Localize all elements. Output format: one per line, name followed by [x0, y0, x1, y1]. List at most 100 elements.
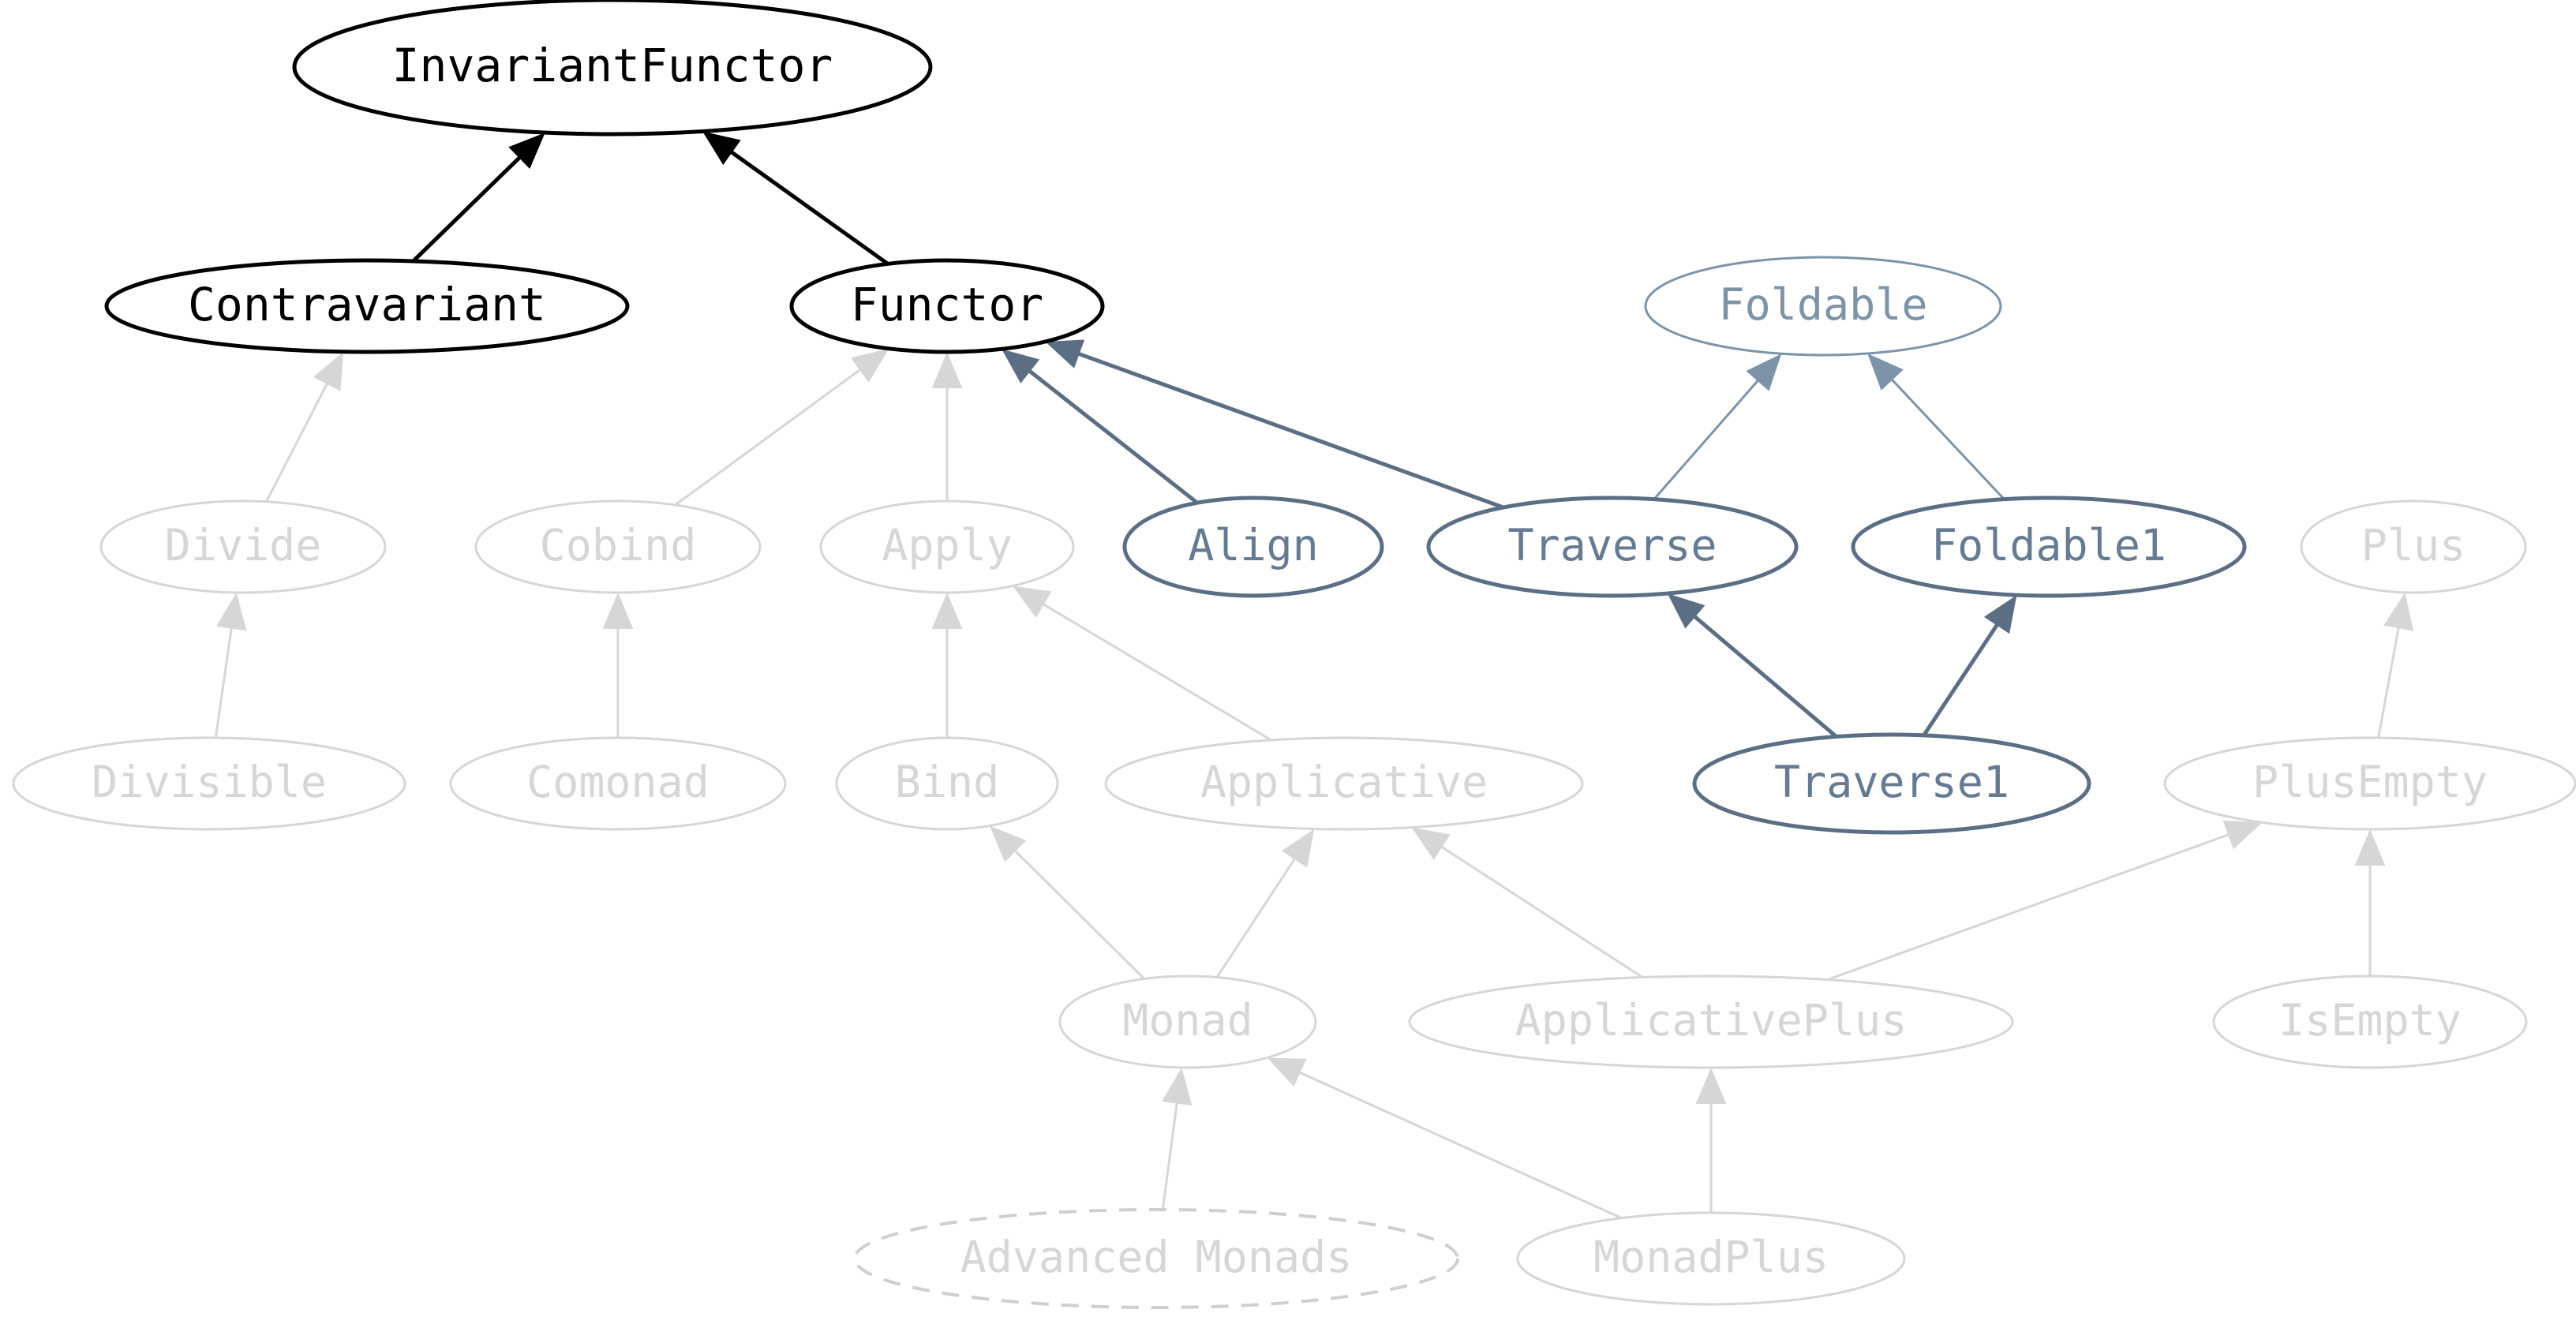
- edge-Cobind-to-Functor: [674, 348, 889, 507]
- edge-line: [265, 377, 331, 503]
- node-bind[interactable]: Bind: [835, 736, 1059, 831]
- node-plusempty[interactable]: PlusEmpty: [2163, 736, 2576, 831]
- node-label: Comonad: [526, 757, 710, 807]
- edge-arrowhead: [1002, 349, 1040, 383]
- node-label: Plus: [2361, 520, 2466, 570]
- node-apply[interactable]: Apply: [819, 499, 1075, 594]
- edge-arrowhead: [702, 131, 741, 165]
- edge-arrowhead: [602, 593, 634, 629]
- edge-IsEmpty-to-PlusEmpty: [2354, 829, 2386, 976]
- edge-Applicative-to-Apply: [1013, 585, 1272, 742]
- node-divide[interactable]: Divide: [99, 499, 387, 594]
- edge-arrowhead: [1162, 1067, 1193, 1106]
- edge-Monad-to-Applicative: [1215, 829, 1315, 978]
- node-ellipse: [1408, 974, 2014, 1069]
- edge-line: [214, 622, 234, 739]
- node-label: ApplicativePlus: [1515, 995, 1908, 1046]
- edge-arrowhead: [1045, 339, 1085, 368]
- edge-ApplicativePlus-to-PlusEmpty: [1827, 820, 2263, 981]
- edge-arrowhead: [931, 352, 963, 388]
- edge-arrowhead: [1411, 827, 1451, 860]
- edge-MonadPlus-to-Monad: [1267, 1057, 1623, 1219]
- node-functor[interactable]: Functor: [789, 258, 1105, 354]
- edge-Foldable1-to-Foldable: [1867, 354, 2005, 500]
- node-label: PlusEmpty: [2252, 757, 2488, 807]
- node-align[interactable]: Align: [1122, 496, 1384, 598]
- node-ellipse: [1644, 256, 2002, 357]
- node-ellipse: [449, 736, 787, 831]
- edge-Monad-to-Bind: [990, 825, 1145, 980]
- node-ellipse: [99, 499, 387, 594]
- node-ellipse: [1692, 732, 2091, 835]
- node-ellipse: [819, 499, 1075, 594]
- edge-line: [1294, 1068, 1623, 1219]
- edge-line: [725, 147, 889, 266]
- node-applicative[interactable]: Applicative: [1104, 736, 1584, 831]
- edge-Bind-to-Apply: [931, 593, 963, 738]
- edge-AdvancedMonads-to-Monad: [1161, 1067, 1193, 1210]
- node-plus[interactable]: Plus: [2300, 499, 2527, 594]
- edge-line: [1024, 365, 1199, 505]
- node-ellipse: [1851, 496, 2247, 598]
- edge-arrowhead: [216, 592, 247, 631]
- edge-Apply-to-Functor: [931, 352, 963, 501]
- edge-arrowhead: [1267, 1057, 1307, 1087]
- node-label: Foldable1: [1931, 520, 2166, 570]
- edge-arrowhead: [313, 351, 344, 391]
- node-invariantfunctor[interactable]: InvariantFunctor: [292, 0, 933, 137]
- node-applicativeplus[interactable]: ApplicativePlus: [1408, 974, 2014, 1069]
- node-ellipse: [1426, 496, 1799, 598]
- edge-arrowhead: [508, 133, 545, 170]
- node-ellipse: [1122, 496, 1384, 598]
- node-label: Align: [1188, 520, 1319, 570]
- node-label: Contravariant: [188, 278, 546, 331]
- node-cobind[interactable]: Cobind: [474, 499, 762, 594]
- node-monadplus[interactable]: MonadPlus: [1516, 1211, 1906, 1306]
- edge-ApplicativePlus-to-Applicative: [1411, 827, 1643, 978]
- node-label: MonadPlus: [1593, 1232, 1829, 1282]
- node-isempty[interactable]: IsEmpty: [2212, 974, 2528, 1069]
- edge-Divisible-to-Divide: [214, 592, 247, 739]
- node-ellipse: [12, 736, 406, 831]
- edge-arrowhead: [1746, 354, 1782, 391]
- node-ellipse: [789, 258, 1105, 354]
- node-label: Divisible: [92, 757, 327, 807]
- node-label: Applicative: [1200, 757, 1488, 807]
- node-ellipse: [2212, 974, 2528, 1069]
- edge-PlusEmpty-to-Plus: [2377, 592, 2414, 739]
- node-advancedmonads[interactable]: Advanced Monads: [853, 1208, 1459, 1309]
- node-divisible[interactable]: Divisible: [12, 736, 406, 831]
- edge-arrowhead: [850, 348, 889, 383]
- node-label: Divide: [165, 520, 322, 570]
- edge-Traverse-to-Functor: [1045, 339, 1504, 510]
- edge-arrowhead: [1013, 585, 1052, 618]
- node-label: Apply: [882, 520, 1013, 570]
- node-comonad[interactable]: Comonad: [449, 736, 787, 831]
- edge-line: [1215, 853, 1299, 978]
- edge-arrowhead: [1983, 595, 2017, 634]
- edge-arrowhead: [2383, 592, 2414, 631]
- node-ellipse: [2300, 499, 2527, 594]
- node-contravariant[interactable]: Contravariant: [104, 258, 630, 354]
- edge-arrowhead: [931, 593, 963, 629]
- edge-line: [2377, 621, 2402, 739]
- node-foldable1[interactable]: Foldable1: [1851, 496, 2247, 598]
- edge-arrowhead: [1281, 829, 1315, 868]
- node-ellipse: [1104, 736, 1584, 831]
- node-ellipse: [1516, 1211, 1906, 1306]
- node-traverse1[interactable]: Traverse1: [1692, 732, 2091, 835]
- edge-arrowhead: [1695, 1068, 1727, 1104]
- edge-line: [411, 152, 526, 263]
- node-traverse[interactable]: Traverse: [1426, 496, 1799, 598]
- edge-Functor-to-InvariantFunctor: [702, 131, 889, 266]
- node-monad[interactable]: Monad: [1058, 974, 1317, 1069]
- edge-arrowhead: [1867, 354, 1904, 391]
- node-ellipse: [835, 736, 1059, 831]
- edge-line: [1653, 375, 1763, 500]
- edge-Divide-to-Contravariant: [265, 351, 344, 503]
- edge-Traverse1-to-Foldable1: [1922, 595, 2017, 737]
- edge-line: [1161, 1097, 1179, 1210]
- node-label: Traverse: [1508, 520, 1717, 570]
- node-foldable[interactable]: Foldable: [1644, 256, 2002, 357]
